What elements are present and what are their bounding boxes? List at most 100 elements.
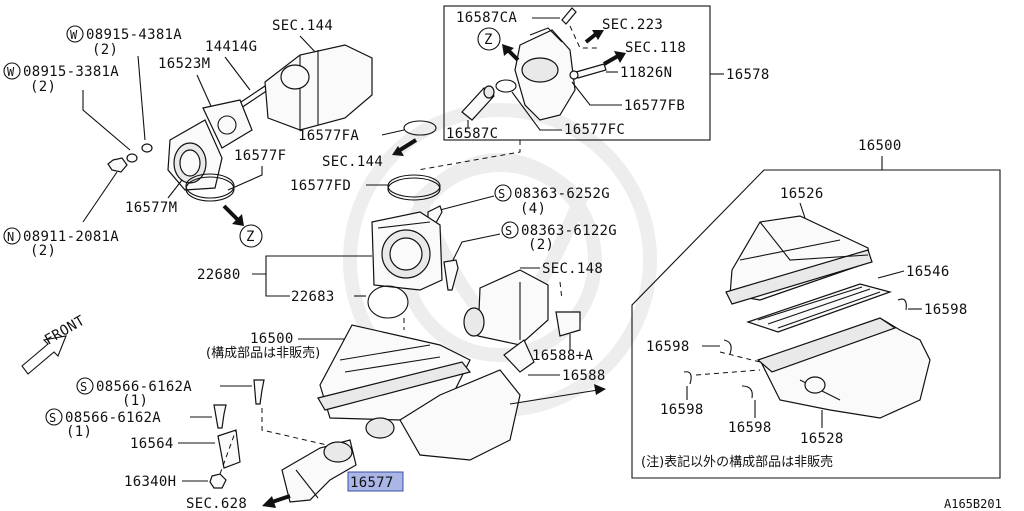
part-16577fa-label: 16577FA [298, 128, 359, 144]
sec144-housing [264, 44, 373, 131]
part-16577m-label: 16577M [125, 200, 177, 216]
sec144-mid-label: SEC.144 [322, 154, 383, 170]
nut-part [107, 157, 128, 173]
cover-16526 [725, 215, 873, 305]
arrow-to-z-left [222, 204, 244, 226]
svg-text:Z: Z [484, 32, 493, 48]
part-16340h-label: 16340H [124, 474, 176, 490]
washer-qty-1: (2) [92, 42, 118, 58]
duct-16577 [281, 439, 357, 503]
part-11826n-label: 11826N [620, 65, 672, 81]
clip-16598-d [741, 385, 753, 399]
sec118-label: SEC.118 [625, 40, 686, 56]
part-16577fb-label: 16577FB [624, 98, 685, 114]
svg-text:S: S [80, 380, 87, 394]
screw-qty-3: (1) [122, 393, 148, 409]
front-arrow [21, 335, 67, 375]
hose-11826n [569, 63, 607, 80]
svg-text:S: S [498, 187, 505, 201]
grommet-16340h [209, 473, 227, 489]
lower-case-16528 [756, 317, 931, 419]
air-cleaner-assembly [317, 324, 521, 461]
bracket-16564 [217, 429, 241, 469]
svg-text:S: S [49, 411, 56, 425]
clamp-16577fd [387, 174, 441, 198]
resonator-16578 [514, 27, 576, 121]
screw-symbol-2: S [501, 221, 519, 239]
screw-code-3: 08566-6162A [96, 379, 192, 395]
clip-16598-a [897, 298, 907, 311]
part-22680-label: 22680 [197, 267, 241, 283]
arrow-sec118 [603, 51, 626, 66]
screw-part-4 [213, 404, 227, 429]
group-box-16578 [443, 5, 711, 141]
bracket-16588a [555, 311, 581, 337]
pipe-16587c [461, 85, 495, 121]
nut-code: 08911-2081A [23, 229, 119, 245]
svg-text:S: S [505, 224, 512, 238]
washer-code-1: 08915-4381A [86, 27, 182, 43]
oring-22683 [367, 285, 409, 319]
z-marker-left: Z [239, 224, 263, 248]
part-16577fd-label: 16577FD [290, 178, 351, 194]
washer-part [141, 143, 153, 153]
part-16577-highlighted-label[interactable]: 16577 [350, 475, 394, 491]
clip-16598-b [723, 339, 732, 355]
throttle-body-22680 [371, 211, 443, 291]
part-16588a-label: 16588+A [532, 348, 593, 364]
washer-code-2: 08915-3381A [23, 64, 119, 80]
svg-text:Z: Z [246, 229, 255, 245]
part-16598-b-label: 16598 [646, 339, 690, 355]
screw-part-3 [253, 379, 265, 405]
clamp-16577fa [403, 120, 437, 136]
nut-symbol: N [3, 227, 21, 245]
part-16577f-label: 16577F [234, 148, 286, 164]
plug-16587ca [561, 7, 577, 25]
clamp-16577f [185, 173, 235, 202]
part-16587c-label: 16587C [446, 126, 498, 142]
arrow-sec628 [262, 494, 291, 508]
arrow-up-left-box [502, 44, 520, 62]
figure-id: A165B201 [944, 497, 1002, 511]
part-22683-label: 22683 [291, 289, 335, 305]
part-16578-label: 16578 [726, 67, 770, 83]
sec148-label: SEC.148 [542, 261, 603, 277]
screw-symbol-1: S [494, 184, 512, 202]
z-marker-box: Z [477, 27, 501, 51]
screw-qty-1: (4) [520, 201, 546, 217]
footnote: (注)表記以外の構成部品は非販売 [641, 454, 833, 470]
part-16587ca-label: 16587CA [456, 10, 517, 26]
part-16564-label: 16564 [130, 436, 174, 452]
adapter-16577m [167, 119, 223, 191]
arrow-sec144-mid [392, 138, 418, 156]
part-16500-note: (構成部品は非販売) [206, 345, 320, 361]
part-16523m-label: 16523M [158, 56, 210, 72]
part-16588-label: 16588 [562, 368, 606, 384]
washer-symbol-1: W [66, 25, 84, 43]
part-16546-label: 16546 [906, 264, 950, 280]
sec628-label: SEC.628 [186, 496, 247, 511]
screw-symbol-3: S [76, 377, 94, 395]
part-16598-d-label: 16598 [728, 420, 772, 436]
sec144-top-label: SEC.144 [272, 18, 333, 34]
part-16500-right-label: 16500 [858, 138, 902, 154]
exploded-view-frame [631, 169, 1001, 479]
svg-text:W: W [7, 65, 15, 79]
part-16526-label: 16526 [780, 186, 824, 202]
part-16528-label: 16528 [800, 431, 844, 447]
sec148-housing [463, 269, 549, 346]
screw-qty-2: (2) [528, 237, 554, 253]
clip-16598-c [683, 371, 692, 385]
filter-16546 [746, 283, 893, 333]
highlighted-part-box[interactable] [347, 471, 404, 492]
bracket-16588 [503, 339, 535, 373]
part-16598-c-label: 16598 [660, 402, 704, 418]
part-14414g-label: 14414G [205, 39, 257, 55]
washer-qty-2: (2) [30, 79, 56, 95]
part-16577fc-label: 16577FC [564, 122, 625, 138]
screw-symbol-4: S [45, 408, 63, 426]
screw-code-1: 08363-6252G [514, 186, 610, 202]
screw-code-4: 08566-6162A [65, 410, 161, 426]
svg-text:W: W [70, 28, 78, 42]
